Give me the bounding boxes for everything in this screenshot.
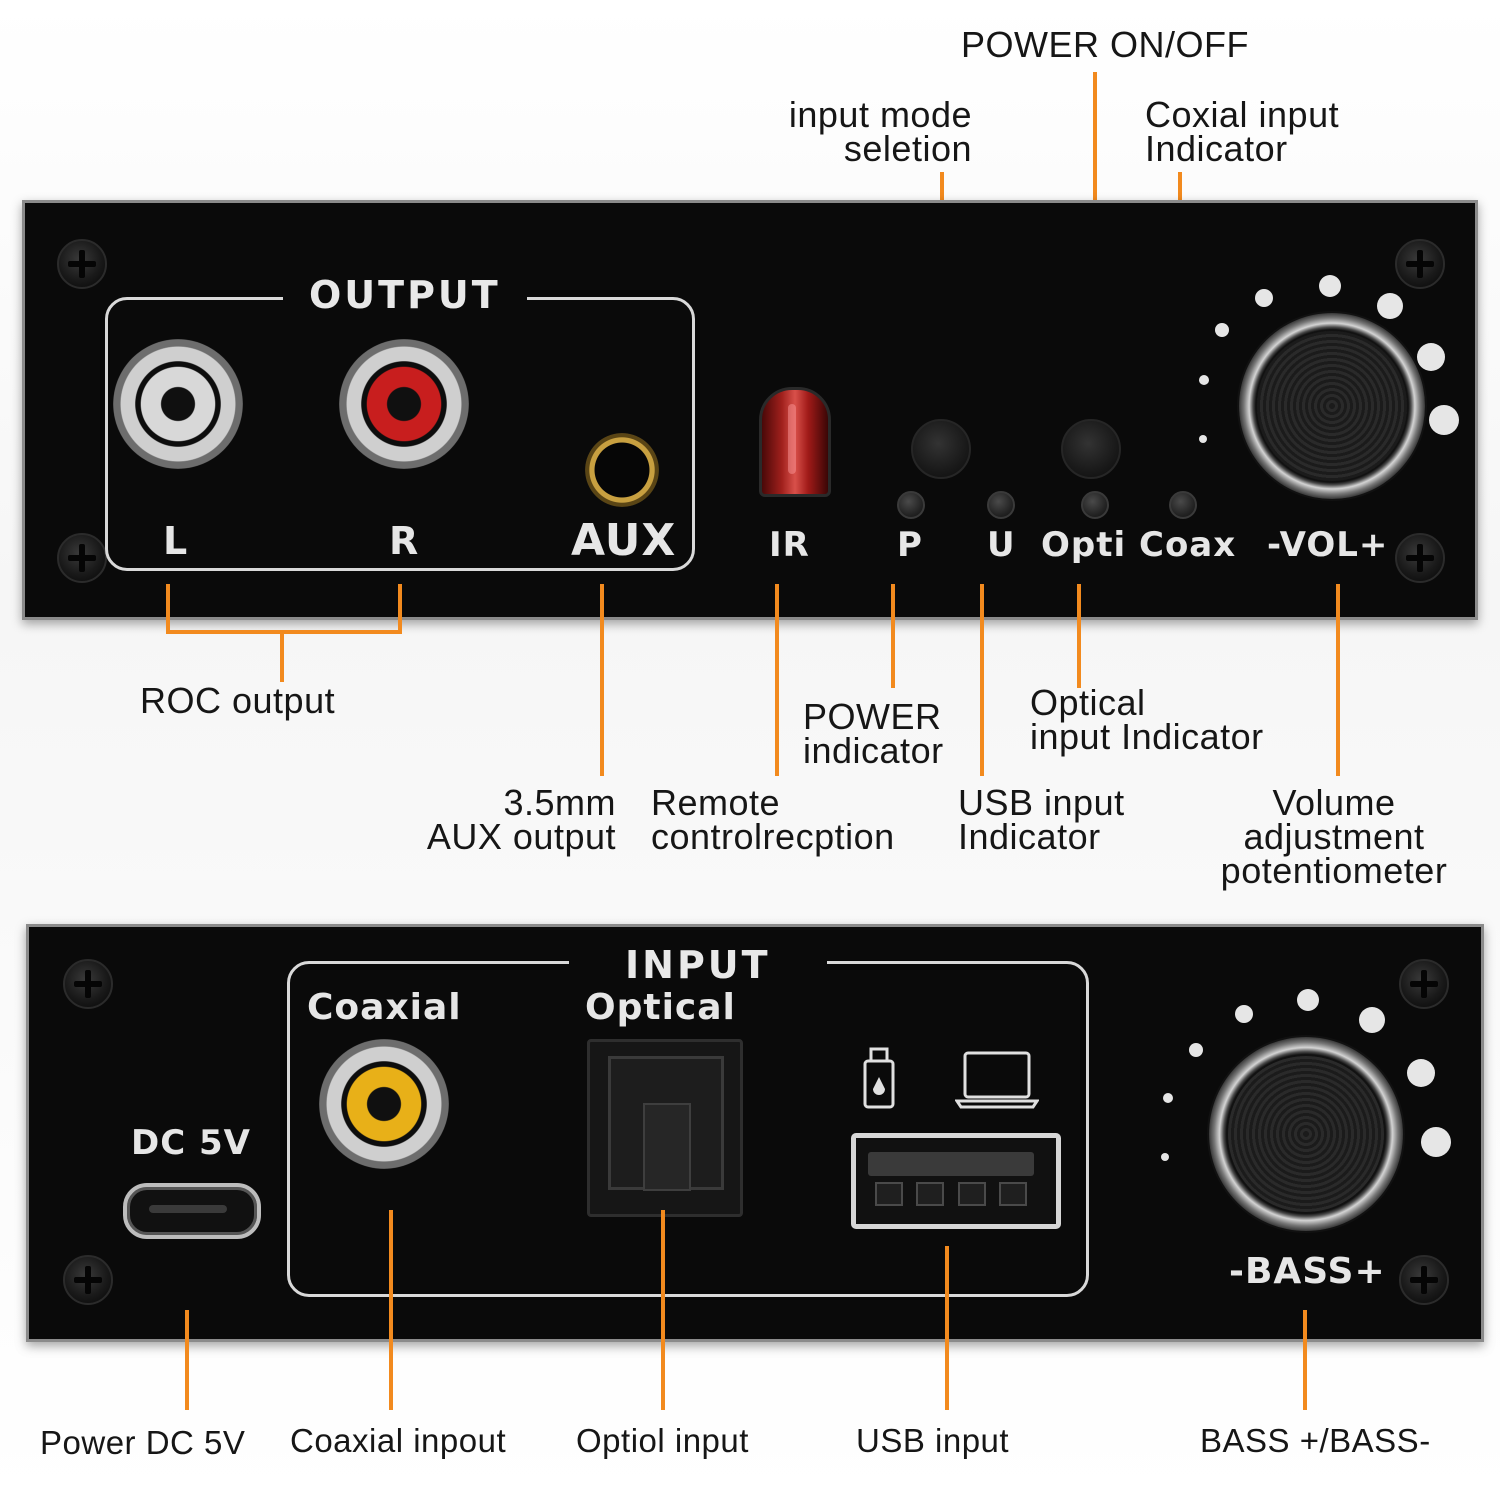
usb-flash-drive-icon [863,1047,895,1109]
leader-line-power-dc [185,1310,189,1410]
screw-icon [1399,1255,1449,1305]
leader-line-roc-bar [166,630,402,634]
power-led [897,491,925,519]
volume-scale-dot [1417,343,1445,371]
bass-scale-dot [1161,1153,1169,1161]
power-button[interactable] [1061,419,1121,479]
knob-face [1228,1056,1384,1212]
callout-optical-input: Optiol input [576,1422,749,1459]
screw-icon [1395,239,1445,289]
label-ir: IR [769,525,810,565]
label-vol: -VOL+ [1267,525,1389,565]
bass-scale-dot [1235,1005,1253,1023]
input-frame-title: INPUT [569,943,827,987]
callout-power-dc: Power DC 5V [40,1424,246,1461]
rear-panel: DC 5V INPUT Coaxial Optical -BASS+ [26,924,1484,1342]
callout-volume: Volume adjustment potentiometer [1220,782,1448,891]
label-l: L [163,519,189,563]
bass-scale-dot [1189,1043,1203,1057]
bass-scale-dot [1407,1059,1435,1087]
front-panel: OUTPUT L R AUX IR P U Opti Coax -VOL+ [22,200,1478,620]
output-frame-title: OUTPUT [283,273,527,317]
coaxial-led [1169,491,1197,519]
volume-scale-dot [1377,293,1403,319]
volume-scale-dot [1319,275,1341,297]
label-bass: -BASS+ [1229,1251,1386,1292]
screw-icon [63,1255,113,1305]
label-p: P [897,525,923,565]
aux-output-jack [585,433,659,507]
usb-c-power-port [123,1183,261,1239]
leader-line-roc-left [166,584,170,634]
bass-scale-dot [1421,1127,1451,1157]
leader-line-volume [1336,584,1340,776]
laptop-icon [955,1051,1039,1109]
ir-receiver-window [759,387,831,497]
callout-coaxial-indicator: Coxial input Indicator [1145,94,1340,169]
volume-scale-dot [1199,435,1207,443]
leader-line-roc-right [398,584,402,634]
volume-scale-dot [1255,289,1273,307]
callout-power-indicator: POWER indicator [803,696,944,771]
label-coax: Coax [1139,525,1237,565]
callout-optical-indicator: Optical input Indicator [1030,682,1264,757]
screw-icon [63,959,113,1009]
callout-coaxial-input: Coaxial inpout [290,1422,507,1459]
rca-right-output-jack [339,339,469,469]
optical-input-port [587,1039,743,1217]
volume-knob[interactable] [1239,313,1425,499]
bass-scale-dot [1359,1007,1385,1033]
screw-icon [1399,959,1449,1009]
label-aux: AUX [571,515,677,566]
label-optical: Optical [585,987,736,1028]
coaxial-input-jack [319,1039,449,1169]
leader-line-bass [1303,1310,1307,1410]
volume-scale-dot [1215,323,1229,337]
optical-led [1081,491,1109,519]
input-mode-button[interactable] [911,419,971,479]
leader-line-optical-indicator [1077,584,1081,688]
callout-power-on-off: POWER ON/OFF [961,24,1249,65]
label-r: R [389,519,420,563]
volume-scale-dot [1429,405,1459,435]
label-dc-5v: DC 5V [131,1123,251,1163]
usb-led [987,491,1015,519]
screw-icon [57,533,107,583]
leader-line-usb-input [945,1246,949,1410]
volume-scale-dot [1199,375,1209,385]
screw-icon [57,239,107,289]
usb-a-input-port [851,1133,1061,1229]
bass-scale-dot [1163,1093,1173,1103]
leader-line-aux [600,584,604,776]
leader-line-coaxial-input [389,1210,393,1410]
callout-usb-input: USB input [856,1422,1010,1459]
callout-remote-reception: Remote controlrecption [651,782,895,857]
callout-usb-indicator: USB input Indicator [958,782,1125,857]
screw-icon [1395,533,1445,583]
knob-face [1257,331,1407,481]
callout-aux-output: 3.5mm AUX output [426,782,616,857]
optical-port-shutter [608,1056,724,1191]
leader-line-roc-stem [280,630,284,682]
label-u: U [987,525,1016,565]
leader-line-power-indicator [891,584,895,688]
bass-scale-dot [1297,989,1319,1011]
label-coaxial: Coaxial [307,987,462,1028]
leader-line-usb-indicator [980,584,984,776]
label-opti: Opti [1041,525,1127,565]
callout-input-mode-selection: input mode seletion [788,94,972,169]
callout-roc-output: ROC output [140,680,336,721]
callout-bass: BASS +/BASS- [1200,1422,1431,1459]
bass-knob[interactable] [1209,1037,1403,1231]
leader-line-remote [775,584,779,776]
leader-line-optical-input [661,1210,665,1410]
rca-left-output-jack [113,339,243,469]
